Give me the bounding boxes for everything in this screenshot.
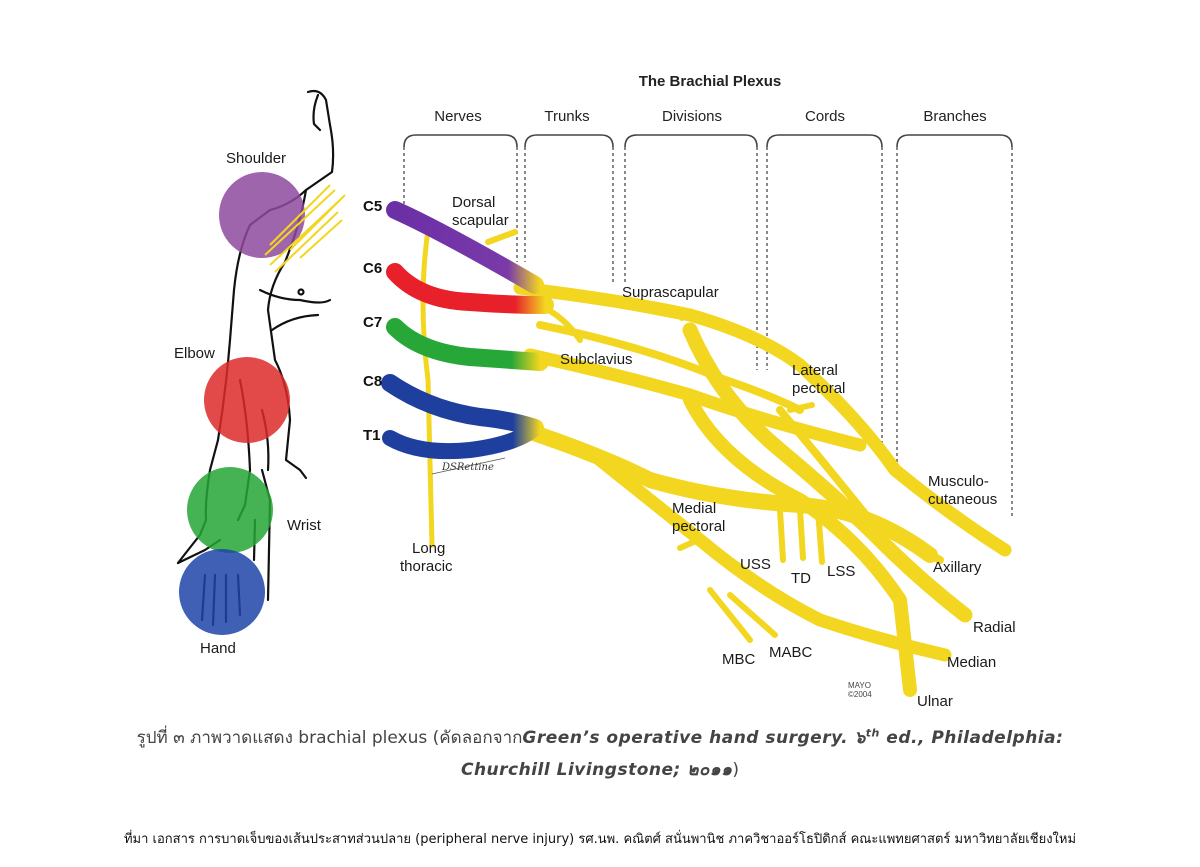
caption-book-title: Green’s operative hand surgery. ๖ [522, 728, 866, 748]
header-trunks: Trunks [544, 108, 589, 125]
label-medial-pectoral-1: Medial [672, 500, 716, 517]
label-lateral-pectoral-2: pectoral [792, 380, 845, 397]
caption-close: ) [732, 760, 740, 780]
label-dorsal-scapular-2: scapular [452, 212, 509, 229]
artist-signature: DSRettine [441, 462, 494, 473]
source-credit: ที่มา เอกสาร การบาดเจ็บของเส้นประสาทส่วน… [123, 832, 1077, 847]
label-long-thoracic-2: thoracic [400, 558, 453, 575]
body-plexus-sketch [264, 184, 346, 273]
figure-caption-line2: Churchill Livingstone; ๒๐๑๑) [0, 756, 1200, 783]
label-mabc: MABC [769, 644, 813, 661]
mayo-credit-year: ©2004 [848, 690, 872, 699]
label-c5: C5 [363, 198, 382, 215]
hand-region-circle [179, 549, 265, 635]
label-hand: Hand [200, 640, 236, 657]
label-suprascapular: Suprascapular [622, 284, 719, 301]
label-c6: C6 [363, 260, 382, 277]
root-c7 [386, 318, 549, 371]
header-divisions: Divisions [662, 108, 722, 125]
label-wrist: Wrist [287, 517, 322, 534]
label-td: TD [791, 570, 811, 587]
label-c8: C8 [363, 373, 382, 390]
label-t1: T1 [363, 427, 381, 444]
diagram-title: The Brachial Plexus [639, 73, 782, 90]
figure-caption-line1: รูปที่ ๓ ภาพวาดแสดง brachial plexus (คัด… [0, 724, 1200, 751]
root-c8 [381, 374, 544, 437]
header-cords: Cords [805, 108, 845, 125]
root-c6 [386, 263, 554, 314]
label-c7: C7 [363, 314, 382, 331]
signature-underline [431, 457, 506, 475]
root-c5 [386, 201, 544, 294]
label-ulnar: Ulnar [917, 693, 953, 710]
mayo-credit: MAYO [848, 681, 871, 690]
label-lateral-pectoral-1: Lateral [792, 362, 838, 379]
nerve-network [485, 229, 1012, 697]
column-brackets [403, 134, 1013, 148]
label-musculocutaneous-1: Musculo- [928, 473, 989, 490]
caption-edition: ed., Philadelphia: [879, 728, 1064, 748]
long-thoracic-nerve [420, 227, 435, 548]
label-shoulder: Shoulder [226, 150, 286, 167]
label-median: Median [947, 654, 996, 671]
root-t1 [382, 424, 538, 460]
label-elbow: Elbow [174, 345, 215, 362]
elbow-region-circle [204, 357, 290, 443]
header-branches: Branches [923, 108, 986, 125]
label-dorsal-scapular-1: Dorsal [452, 194, 495, 211]
column-dividers [403, 147, 1013, 518]
caption-publisher: Churchill Livingstone; ๒๐๑๑ [460, 760, 733, 780]
caption-prefix: รูปที่ ๓ ภาพวาดแสดง brachial plexus (คัด… [136, 728, 523, 748]
label-axillary: Axillary [933, 559, 982, 576]
label-medial-pectoral-2: pectoral [672, 518, 725, 535]
label-lss: LSS [827, 563, 855, 580]
label-long-thoracic-1: Long [412, 540, 445, 557]
label-uss: USS [740, 556, 771, 573]
header-nerves: Nerves [434, 108, 482, 125]
label-subclavius: Subclavius [560, 351, 633, 368]
label-mbc: MBC [722, 651, 756, 668]
label-musculocutaneous-2: cutaneous [928, 491, 997, 508]
label-radial: Radial [973, 619, 1016, 636]
caption-edition-sup: th [865, 726, 880, 740]
wrist-region-circle [187, 467, 273, 553]
